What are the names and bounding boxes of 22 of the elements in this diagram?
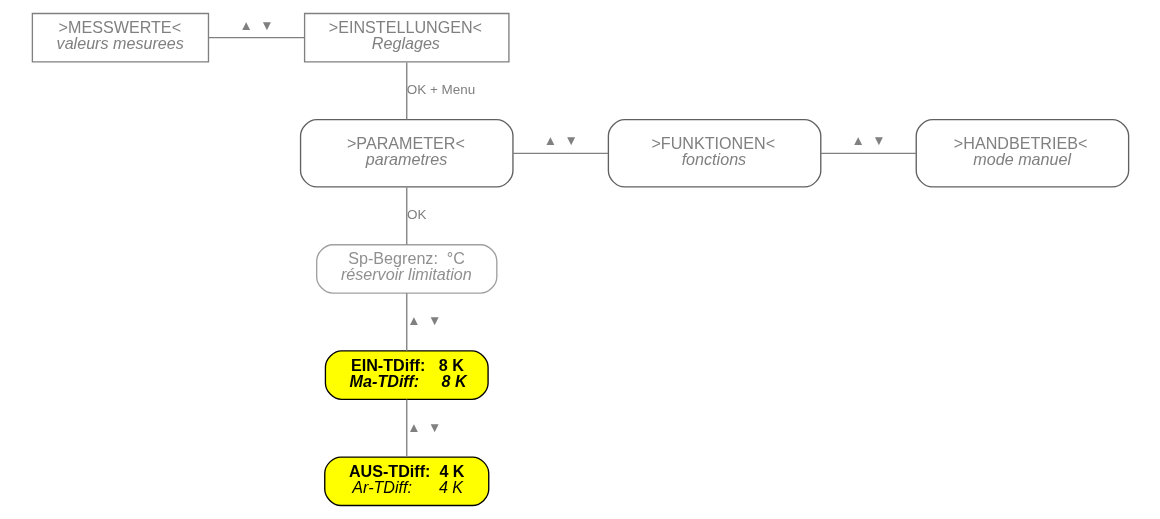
connector <box>405 398 407 458</box>
connector <box>405 61 407 121</box>
connector <box>405 292 407 352</box>
connector <box>819 152 917 154</box>
node-box: EIN-TDiff: 8 K Ma-TDiff: 8 K <box>324 350 489 400</box>
edge-label: OK <box>406 207 427 223</box>
edge-label: ▲ ▼ <box>543 133 578 149</box>
node-box: >FUNKTIONEN< fonctions <box>607 119 821 188</box>
node-box: Sp-Begrenz: °C réservoir limitation <box>315 244 497 294</box>
connector <box>207 37 305 39</box>
node-box: AUS-TDiff: 4 K Ar-TDiff: 4 K <box>323 456 489 507</box>
connector <box>511 152 609 154</box>
node-box: >MESSWERTE< valeurs mesurees <box>31 12 209 63</box>
node-box: >HANDBETRIEB< mode manuel <box>915 119 1129 188</box>
connector <box>405 186 407 246</box>
edge-label: ▲ ▼ <box>850 133 886 149</box>
edge-label: ▲ ▼ <box>406 313 441 329</box>
node-box: >PARAMETER< parametres <box>299 119 514 188</box>
edge-label: OK + Menu <box>406 82 475 98</box>
edge-label: ▲ ▼ <box>406 419 441 435</box>
edge-label: ▲ ▼ <box>238 17 274 33</box>
node-box: >EINSTELLUNGEN< Reglages <box>303 12 510 63</box>
